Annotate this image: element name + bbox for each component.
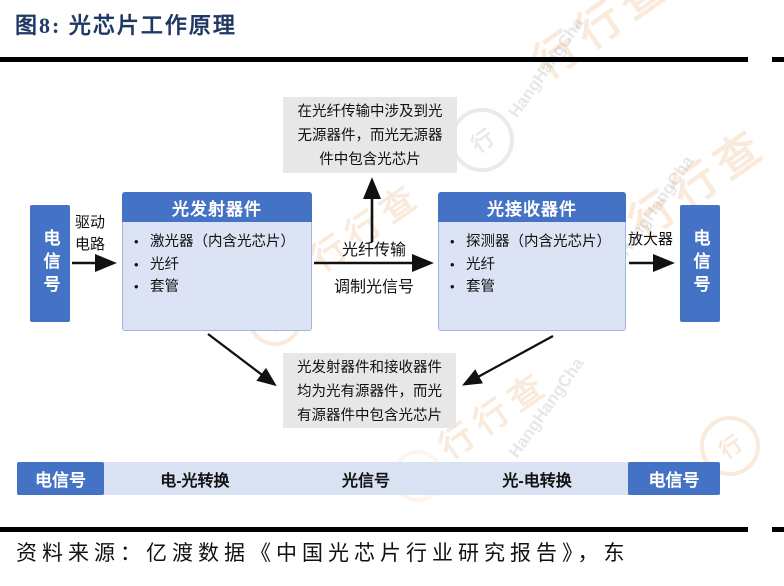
- optical-transmitter-box: 光发射器件 • 激光器（内含光芯片） • 光纤 • 套管: [122, 192, 312, 331]
- list-item: • 套管: [134, 276, 305, 299]
- drive-circuit-label: 驱动电路: [75, 214, 106, 253]
- arrow-receiver-to-bottom-note: [461, 334, 554, 386]
- modulated-light-signal-label: 调制光信号: [333, 279, 414, 296]
- transmitter-title: 光发射器件: [122, 192, 312, 222]
- list-item-label: 光纤: [150, 256, 179, 273]
- bar-step-optical-signal: 光信号: [341, 472, 390, 490]
- title-divider: [0, 57, 748, 62]
- electrical-signal-box-left: 电信号: [30, 205, 70, 322]
- list-item-label: 探测器（内含光芯片）: [466, 234, 611, 250]
- list-item: • 套管: [450, 276, 619, 299]
- bar-step-oe-conversion: 光-电转换: [502, 472, 572, 490]
- bar-electrical-signal-left: 电信号: [17, 462, 104, 495]
- list-item-label: 光纤: [466, 256, 495, 273]
- bullet-dot: •: [450, 279, 455, 294]
- receiver-title: 光接收器件: [438, 192, 626, 222]
- bullet-dot: •: [450, 256, 455, 272]
- note-line: 光发射器件和接收器件: [297, 360, 442, 376]
- bullet-dot: •: [134, 279, 139, 294]
- note-line: 无源器件，而光无源器: [297, 128, 443, 144]
- fiber-transmission-label: 光纤传输: [341, 242, 406, 259]
- list-item: • 激光器（内含光芯片）: [134, 231, 305, 254]
- bottom-note-box: 光发射器件和接收器件 均为光有源器件，而光 有源器件中包含光芯片: [283, 353, 456, 428]
- bar-steps: 电-光转换 光信号 光-电转换: [104, 462, 628, 495]
- source-divider: [0, 527, 748, 532]
- note-line: 件中包含光芯片: [319, 152, 421, 168]
- receiver-item-list: • 探测器（内含光芯片） • 光纤 • 套管: [439, 222, 625, 299]
- bar-step-eo-conversion: 电-光转换: [160, 472, 230, 490]
- transmitter-item-list: • 激光器（内含光芯片） • 光纤 • 套管: [123, 222, 311, 299]
- list-item-label: 激光器（内含光芯片）: [150, 234, 295, 250]
- optical-receiver-box: 光接收器件 • 探测器（内含光芯片） • 光纤 • 套管: [438, 192, 626, 331]
- figure-title: 图8: 光芯片工作原理: [15, 13, 237, 38]
- amplifier-label: 放大器: [628, 231, 674, 248]
- arrow-layer: [72, 177, 675, 387]
- list-item-label: 套管: [150, 279, 179, 295]
- bullet-dot: •: [134, 256, 139, 272]
- right-edge-tick-top: [772, 57, 784, 62]
- list-item-label: 套管: [466, 279, 495, 295]
- list-item: • 光纤: [134, 254, 305, 277]
- note-line: 有源器件中包含光芯片: [297, 408, 442, 424]
- list-item: • 探测器（内含光芯片）: [450, 231, 619, 254]
- bar-electrical-signal-right: 电信号: [628, 462, 720, 495]
- bullet-dot: •: [134, 234, 139, 249]
- arrow-transmitter-to-bottom-note: [207, 333, 277, 387]
- note-line: 均为光有源器件，而光: [297, 384, 442, 400]
- top-note-box: 在光纤传输中涉及到光 无源器件，而光无源器 件中包含光芯片: [283, 97, 457, 173]
- process-bar: 电信号 电-光转换 光信号 光-电转换 电信号: [17, 462, 720, 495]
- right-edge-tick-bottom: [772, 527, 784, 532]
- list-item: • 光纤: [450, 254, 619, 277]
- electrical-signal-box-right: 电信号: [680, 205, 720, 322]
- note-line: 在光纤传输中涉及到光: [297, 104, 443, 120]
- bullet-dot: •: [450, 234, 455, 249]
- source-text: 资料来源：亿渡数据《中国光芯片行业研究报告》，东: [16, 541, 630, 565]
